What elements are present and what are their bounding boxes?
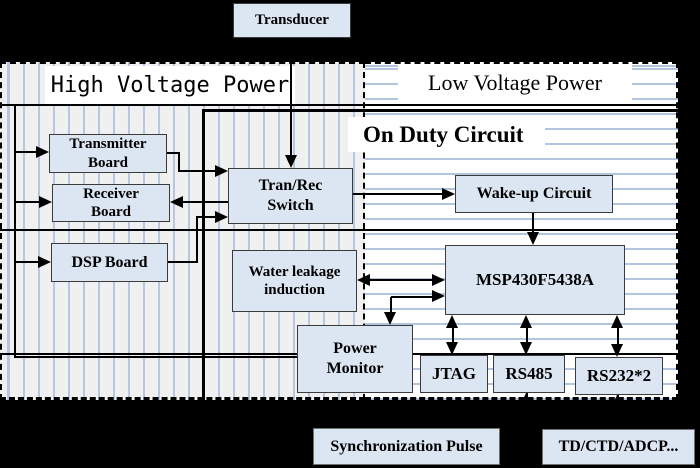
wire-bus-to-receiver (14, 201, 41, 203)
wire-switch-to-receiver (183, 201, 229, 203)
high-voltage-title: High Voltage Power (45, 66, 295, 104)
high-voltage-region (0, 62, 365, 400)
arrowhead (520, 315, 532, 328)
arrowhead (432, 274, 445, 286)
wire-switch-to-wakeup (353, 193, 443, 195)
arrowhead (611, 344, 623, 357)
receiver-board-block: Receiver Board (52, 184, 170, 222)
on-duty-circuit-title: On Duty Circuit (348, 117, 545, 152)
water-leakage-label: Water leakage induction (248, 263, 341, 298)
mcu-label: MSP430F5438A (475, 269, 595, 289)
rs485-block: RS485 (493, 355, 565, 393)
jtag-label: JTAG (431, 363, 477, 383)
tran-rec-switch-label: Tran/Rec Switch (258, 177, 323, 214)
arrowhead (36, 146, 49, 158)
dsp-board-block: DSP Board (51, 243, 168, 282)
wire-transmitter-to-switch (178, 152, 180, 172)
rail-line-top (0, 104, 678, 106)
sync-pulse-block: Synchronization Pulse (313, 428, 500, 465)
on-duty-circuit-frame (202, 109, 678, 400)
wire-water-to-mcu (368, 279, 434, 281)
water-leakage-block: Water leakage induction (232, 250, 357, 312)
wire-mcu-jtag (452, 322, 454, 348)
wire-transmitter-to-switch (178, 170, 216, 172)
rail-line-middle (0, 229, 678, 231)
mcu-block: MSP430F5438A (445, 245, 625, 315)
sensors-label: TD/CTD/ADCP... (558, 438, 679, 456)
power-monitor-block: Power Monitor (297, 325, 413, 393)
wire-dsp-to-switch (167, 261, 197, 263)
wire-left-bus (14, 104, 16, 357)
low-voltage-title: Low Voltage Power (398, 64, 632, 102)
arrowhead (527, 232, 539, 245)
transmitter-board-block: Transmitter Board (49, 134, 167, 173)
wire-mcu-rs485 (526, 322, 528, 348)
power-monitor-label: Power Monitor (326, 340, 384, 377)
rs232-block: RS232*2 (575, 357, 663, 395)
transmitter-board-label: Transmitter Board (69, 136, 147, 171)
wire-power-to-mcu (390, 297, 392, 313)
wire-transmitter-to-switch (167, 152, 180, 154)
wire-mcu-rs232 (617, 322, 619, 350)
arrowhead (520, 342, 532, 355)
arrowhead (520, 393, 532, 406)
wire-power-to-mcu (391, 296, 433, 298)
wire-bus-to-power-monitor (14, 356, 297, 358)
wire-bus-to-transmitter (14, 151, 38, 153)
arrowhead (611, 315, 623, 328)
wire-wakeup-to-mcu (532, 213, 534, 233)
receiver-board-label: Receiver Board (83, 185, 139, 220)
wire-sensors-to-rs232 (617, 395, 619, 428)
arrowhead (38, 256, 51, 268)
sensors-block: TD/CTD/ADCP... (542, 429, 695, 465)
arrowhead (215, 165, 228, 177)
arrowhead (432, 290, 445, 302)
wire-bus-to-dsp (14, 261, 40, 263)
transducer-block: Transducer (233, 3, 351, 38)
wire-transducer-to-switch (290, 38, 292, 156)
arrowhead (285, 155, 297, 168)
sync-pulse-label: Synchronization Pulse (330, 437, 483, 455)
arrowhead (170, 196, 183, 208)
wire-sync-to-rs485 (526, 393, 528, 428)
arrowhead (611, 395, 623, 408)
arrowhead (357, 274, 370, 286)
arrowhead (384, 312, 396, 325)
tran-rec-switch-block: Tran/Rec Switch (228, 168, 353, 224)
dsp-board-label: DSP Board (71, 253, 148, 271)
arrowhead (442, 188, 455, 200)
arrowhead (446, 315, 458, 328)
wire-dsp-to-switch (196, 216, 216, 218)
jtag-block: JTAG (420, 355, 488, 393)
rs232-label: RS232*2 (586, 365, 652, 385)
rs485-label: RS485 (505, 363, 553, 383)
arrowhead (446, 342, 458, 355)
arrowhead (39, 196, 52, 208)
wire-dsp-to-switch (196, 217, 198, 263)
transducer-label: Transducer (255, 12, 329, 29)
wake-up-circuit-label: Wake-up Circuit (476, 185, 592, 203)
arrowhead (215, 211, 228, 223)
wake-up-circuit-block: Wake-up Circuit (455, 175, 613, 213)
